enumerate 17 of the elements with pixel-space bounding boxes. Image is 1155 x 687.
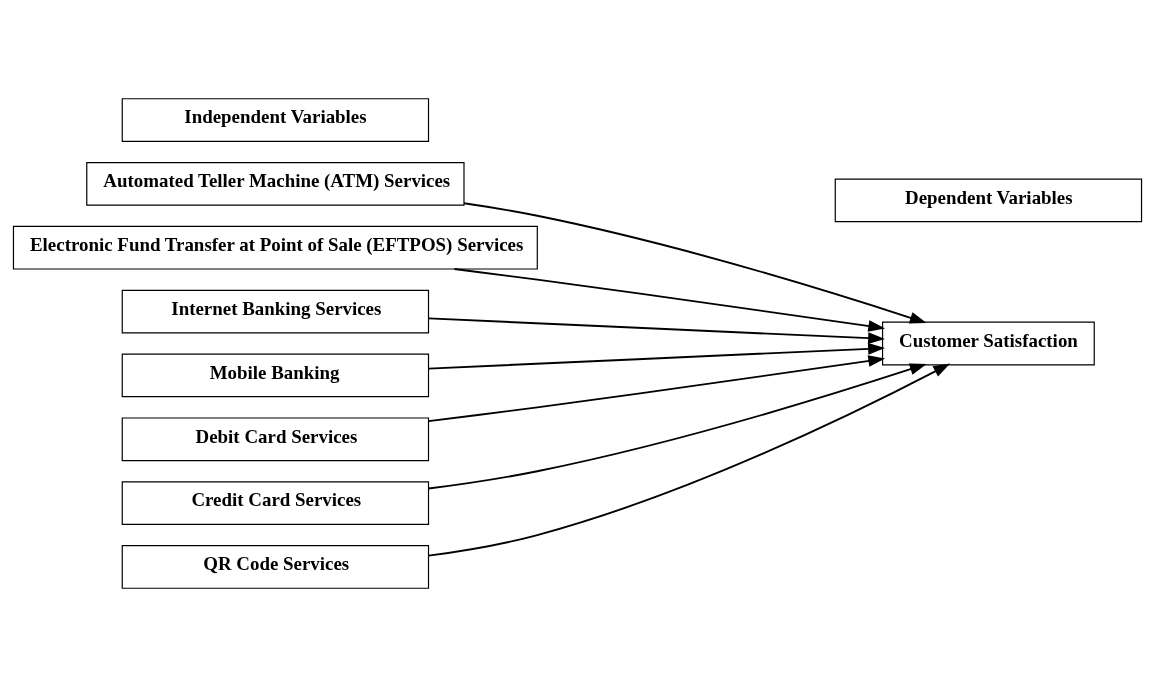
node-box: Mobile Banking — [121, 353, 430, 398]
node-box: Dependent Variables — [834, 178, 1143, 223]
node-box: Independent Variables — [121, 98, 430, 142]
node-box: Automated Teller Machine (ATM) Services — [86, 162, 465, 206]
node-box: Customer Satisfaction — [882, 321, 1095, 366]
arrow — [427, 363, 927, 490]
arrow — [427, 317, 885, 345]
node-box: Electronic Fund Transfer at Point of Sale (EFTPOS) Services — [12, 225, 538, 270]
arrow — [463, 202, 927, 324]
node-box: Credit Card Services — [121, 481, 430, 525]
node-box: QR Code Services — [121, 545, 430, 589]
arrow — [427, 355, 886, 423]
arrow — [427, 363, 951, 557]
arrow — [427, 342, 885, 370]
node-box: Internet Banking Services — [121, 289, 430, 334]
node-box: Debit Card Services — [121, 417, 430, 462]
arrow — [453, 268, 886, 332]
